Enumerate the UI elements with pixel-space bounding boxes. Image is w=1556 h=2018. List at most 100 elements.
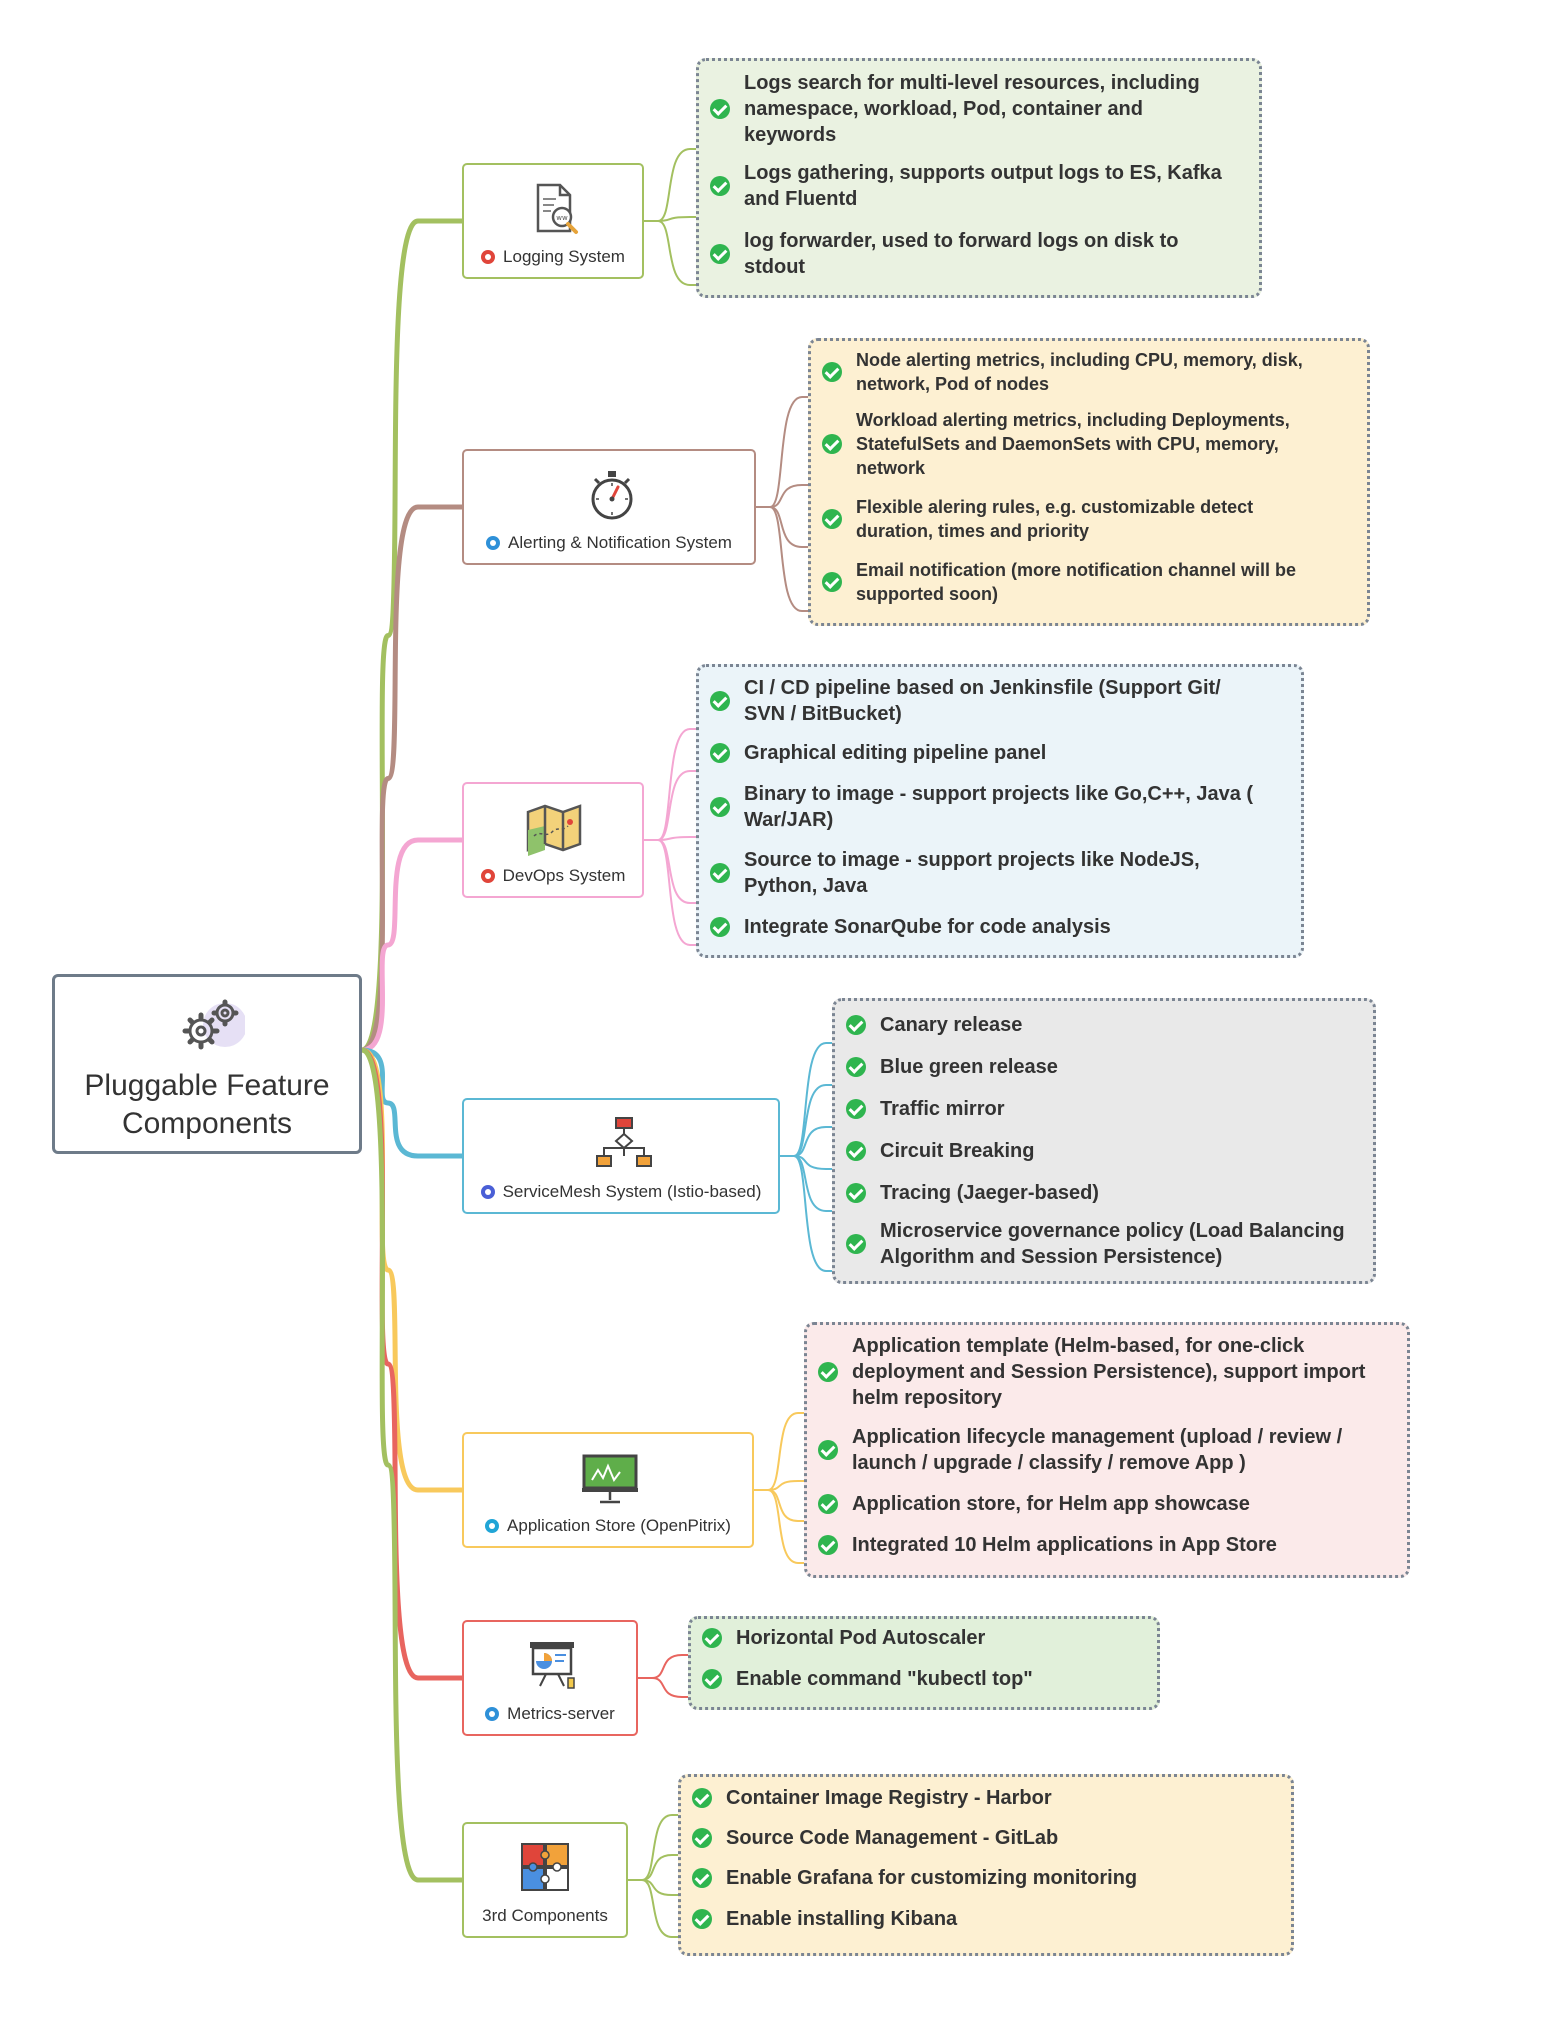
feature-item: Microservice governance policy (Load Bal… [836, 1214, 1368, 1274]
node-alerting[interactable]: Alerting & Notification System [462, 449, 756, 565]
feature-text-line: Workload alerting metrics, including Dep… [856, 410, 1290, 430]
item-connector [657, 836, 1293, 841]
feature-text: Enable command "kubectl top" [736, 1666, 1146, 1692]
node-label: Metrics-server [464, 1704, 636, 1724]
feature-text-line: Graphical editing pipeline panel [744, 742, 1047, 764]
feature-text: Graphical editing pipeline panel [744, 740, 1290, 766]
item-connector [657, 148, 1241, 222]
item-connector [767, 1480, 1403, 1491]
node-label-text: Logging System [503, 247, 625, 266]
feature-text: Canary release [880, 1012, 1362, 1038]
node-metrics[interactable]: Metrics-server [462, 1620, 638, 1736]
feature-text-line: Application store, for Helm app showcase [852, 1493, 1250, 1515]
svg-text:ww: ww [556, 214, 568, 222]
feature-text: Source Code Management - GitLab [726, 1825, 1280, 1851]
feature-text-line: Binary to image - support projects like … [744, 783, 1254, 805]
feature-text-line: Microservice governance policy (Load Bal… [880, 1220, 1345, 1242]
feature-text-line: Traffic mirror [880, 1098, 1005, 1120]
node-appstore[interactable]: Application Store (OpenPitrix) [462, 1432, 754, 1548]
root-connector-thirdparty [359, 1047, 465, 1883]
item-connector [793, 1084, 1073, 1157]
feature-text-line: namespace, workload, Pod, container and [744, 98, 1143, 120]
feature-text: Enable Grafana for customizing monitorin… [726, 1865, 1280, 1891]
item-connector [769, 506, 1365, 612]
feature-text-line: Algorithm and Session Persistence) [880, 1246, 1223, 1268]
check-circle-icon [692, 1909, 712, 1929]
item-connector [657, 220, 1253, 286]
feature-text-line: deployment and Session Persistence), sup… [852, 1361, 1366, 1383]
feature-text-line: Logs gathering, supports output logs to … [744, 162, 1222, 184]
node-label-text: 3rd Components [482, 1906, 608, 1925]
node-label: Application Store (OpenPitrix) [464, 1516, 752, 1536]
feature-text: Blue green release [880, 1054, 1362, 1080]
node-devops[interactable]: DevOps System [462, 782, 644, 898]
feature-item: Binary to image - support projects like … [700, 774, 1296, 840]
feature-item: Application store, for Helm app showcase [808, 1484, 1402, 1524]
feature-text: Logs gathering, supports output logs to … [744, 160, 1248, 212]
feature-text-line: Application lifecycle management (upload… [852, 1426, 1343, 1448]
feature-item: Traffic mirror [836, 1088, 1368, 1130]
feature-item: Enable command "kubectl top" [692, 1658, 1152, 1700]
node-thirdparty[interactable]: 3rd Components [462, 1822, 628, 1938]
feature-text: Binary to image - support projects like … [744, 781, 1290, 833]
status-dot-icon [480, 869, 495, 883]
feature-text-line: Horizontal Pod Autoscaler [736, 1627, 986, 1649]
feature-text-line: Tracing (Jaeger-based) [880, 1182, 1099, 1204]
item-connector [769, 484, 1365, 508]
item-connector [793, 1042, 1007, 1157]
item-connector [651, 1654, 1153, 1679]
check-circle-icon [710, 691, 730, 711]
feature-text-line: launch / upgrade / classify / remove App… [852, 1452, 1246, 1474]
feature-item: Logs search for multi-level resources, i… [700, 66, 1254, 152]
chart-presentation-icon [522, 1638, 582, 1694]
feature-text-line: network, Pod of nodes [856, 374, 1050, 394]
item-connector [767, 1489, 1403, 1564]
panel-metrics [688, 1616, 1160, 1710]
feature-item: log forwarder, used to forward logs on d… [700, 220, 1254, 288]
feature-text-line: Enable command "kubectl top" [736, 1668, 1033, 1690]
gears-icon [182, 999, 245, 1050]
node-servicemesh[interactable]: ServiceMesh System (Istio-based) [462, 1098, 780, 1214]
check-circle-icon [846, 1183, 866, 1203]
feature-text-line: Enable Grafana for customizing monitorin… [726, 1867, 1138, 1889]
item-connector [793, 1155, 1367, 1272]
feature-text: log forwarder, used to forward logs on d… [744, 228, 1248, 280]
feature-text: Traffic mirror [880, 1096, 1362, 1122]
feature-text: Flexible alering rules, e.g. customizabl… [856, 495, 1356, 543]
feature-text: Tracing (Jaeger-based) [880, 1180, 1362, 1206]
check-circle-icon [710, 244, 730, 264]
root-title-line: Components [121, 1107, 293, 1140]
feature-item: Enable Grafana for customizing monitorin… [682, 1858, 1286, 1898]
feature-text-line: Integrated 10 Helm applications in App S… [852, 1534, 1277, 1556]
check-circle-icon [710, 99, 730, 119]
feature-text-line: and Fluentd [744, 188, 858, 210]
node-label-text: ServiceMesh System (Istio-based) [502, 1182, 762, 1201]
check-circle-icon [710, 743, 730, 763]
panel-thirdparty [678, 1774, 1294, 1956]
feature-text: Circuit Breaking [880, 1138, 1362, 1164]
feature-text: Application store, for Helm app showcase [852, 1491, 1396, 1517]
check-circle-icon [710, 917, 730, 937]
root-title: Pluggable Feature Components [55, 1067, 359, 1143]
feature-text: Integrate SonarQube for code analysis [744, 914, 1290, 940]
feature-text-line: Enable installing Kibana [726, 1908, 958, 1930]
feature-text: Application lifecycle management (upload… [852, 1424, 1396, 1476]
check-circle-icon [702, 1669, 722, 1689]
check-circle-icon [818, 1494, 838, 1514]
check-circle-icon [822, 362, 842, 382]
node-label-text: Application Store (OpenPitrix) [507, 1516, 731, 1535]
feature-item: Tracing (Jaeger-based) [836, 1172, 1368, 1214]
panel-logging [696, 58, 1262, 298]
feature-text-line: Circuit Breaking [880, 1140, 1035, 1162]
root-connector-logging [359, 218, 465, 1053]
feature-text-line: Canary release [880, 1014, 1023, 1036]
feature-text-line: Email notification (more notification ch… [856, 560, 1297, 580]
root-node[interactable]: Pluggable Feature Components [52, 974, 362, 1154]
item-connector [651, 1677, 1153, 1698]
feature-text-line: keywords [744, 124, 837, 146]
check-circle-icon [818, 1535, 838, 1555]
puzzle-icon [516, 1840, 576, 1896]
feature-text-line: Node alerting metrics, including CPU, me… [856, 350, 1303, 370]
